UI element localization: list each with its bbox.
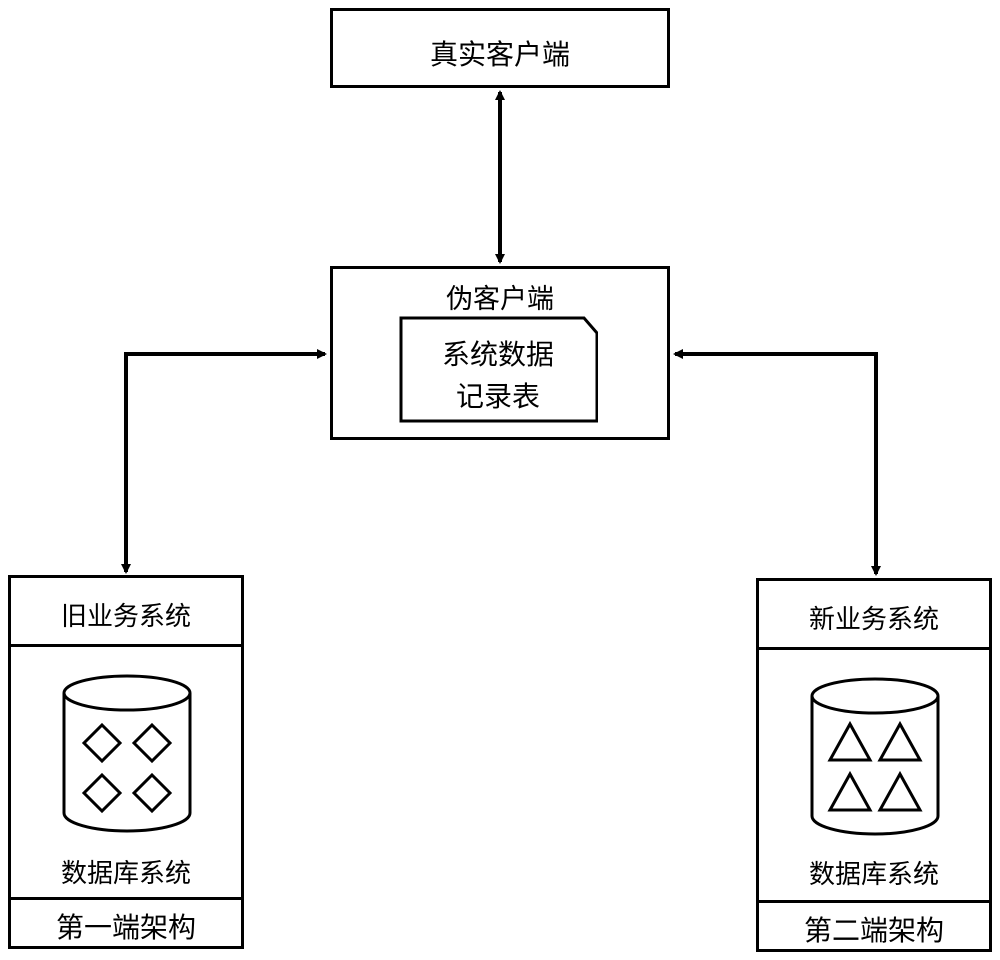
new-system-db-box: 数据库系统 <box>756 647 992 903</box>
new-system-title-box: 新业务系统 <box>756 578 992 650</box>
real-client-label: 真实客户端 <box>333 33 667 73</box>
record-table-line1: 系统数据 <box>398 333 598 373</box>
new-database-icon <box>809 676 941 838</box>
new-database-label: 数据库系统 <box>759 854 989 891</box>
pseudo-client-label: 伪客户端 <box>333 277 667 316</box>
new-system-title: 新业务系统 <box>759 599 989 636</box>
new-architecture-label: 第二端架构 <box>759 909 989 949</box>
arrow-pseudo-to-new-system <box>675 354 876 574</box>
arrow-pseudo-to-old-system <box>126 354 325 572</box>
old-database-icon <box>61 673 193 835</box>
real-client-box: 真实客户端 <box>330 8 670 88</box>
record-table-line2: 记录表 <box>398 375 598 415</box>
old-system-title: 旧业务系统 <box>11 596 241 633</box>
old-system-title-box: 旧业务系统 <box>8 575 244 647</box>
old-database-label: 数据库系统 <box>11 853 241 890</box>
old-architecture-label: 第一端架构 <box>11 906 241 946</box>
old-architecture-box: 第一端架构 <box>8 897 244 949</box>
new-architecture-box: 第二端架构 <box>756 900 992 952</box>
old-system-db-box: 数据库系统 <box>8 644 244 900</box>
